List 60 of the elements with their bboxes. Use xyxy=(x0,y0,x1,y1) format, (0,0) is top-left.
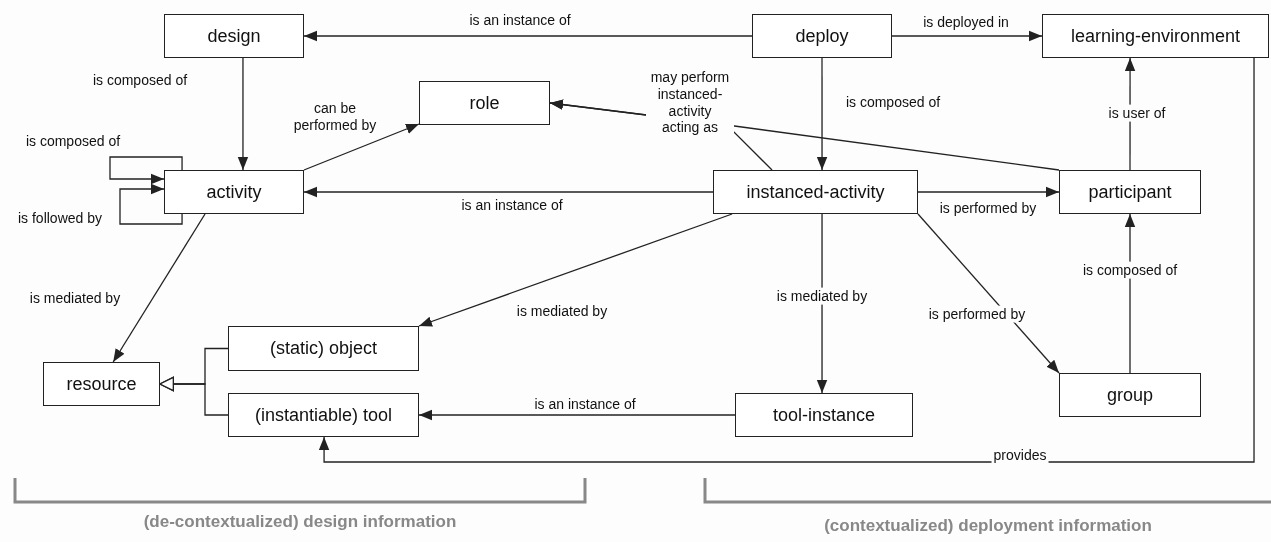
entity-box xyxy=(228,393,419,437)
arrow xyxy=(303,123,420,171)
arrow xyxy=(318,57,1255,463)
arrow xyxy=(109,156,183,185)
arrow xyxy=(891,30,1043,42)
edge-label: provides xyxy=(991,446,1049,464)
box-label: resource xyxy=(66,373,137,395)
entity-box xyxy=(228,326,419,371)
arrow xyxy=(917,213,1060,374)
section-caption: (de-contextualized) design information xyxy=(143,512,457,532)
arrow xyxy=(1124,213,1136,374)
entity-box xyxy=(164,170,304,214)
arrow xyxy=(418,213,733,327)
edge-label: is an instance of xyxy=(533,395,637,413)
edge-label: is mediated by xyxy=(515,302,609,320)
entity-box xyxy=(1059,170,1201,214)
edge-label: is performed by xyxy=(926,305,1028,323)
box-label: learning-environment xyxy=(1070,25,1241,47)
section-caption: (contextualized) deployment information xyxy=(824,516,1152,536)
entity-box xyxy=(1059,373,1201,417)
edge-label: is deployed in xyxy=(922,13,1010,31)
arrow xyxy=(816,57,828,171)
edge-label: is composed of xyxy=(24,132,122,150)
edge-label: may perform instanced-activity acting as xyxy=(646,69,734,137)
arrow xyxy=(816,213,828,394)
generalization-arrow xyxy=(159,376,229,416)
arrow xyxy=(303,186,714,198)
edge-label: is composed of xyxy=(91,71,189,89)
edge-label: is mediated by xyxy=(28,289,122,307)
edge-label: is user of xyxy=(1106,104,1168,122)
box-label: tool-instance xyxy=(772,404,876,426)
box-label: instanced-activity xyxy=(746,181,885,203)
entity-box xyxy=(164,14,304,58)
entity-box xyxy=(43,362,160,406)
entity-box xyxy=(735,393,913,437)
box-label: (static) object xyxy=(269,338,377,359)
arrow xyxy=(119,183,183,225)
box-label: deploy xyxy=(795,25,849,47)
box-label: role xyxy=(469,92,500,114)
box-label: design xyxy=(207,25,261,47)
arrow xyxy=(303,30,753,42)
box-label: group xyxy=(1106,384,1153,406)
edge-label: is followed by xyxy=(17,209,103,227)
arrow xyxy=(418,409,736,421)
arrow xyxy=(112,213,206,363)
entity-box xyxy=(1042,14,1269,58)
entity-box xyxy=(419,81,550,125)
edge-label: is an instance of xyxy=(460,196,564,214)
edge-label: is mediated by xyxy=(774,287,870,305)
edge-label: is composed of xyxy=(1080,261,1180,279)
arrow xyxy=(237,57,249,171)
box-label: activity xyxy=(206,181,262,203)
entity-box xyxy=(752,14,892,58)
edge-label: is performed by xyxy=(938,199,1038,217)
edge-label: is an instance of xyxy=(468,11,572,29)
edge-label: is composed of xyxy=(844,93,942,111)
arrow xyxy=(917,186,1060,198)
entity-box xyxy=(713,170,918,214)
box-label: participant xyxy=(1088,181,1172,203)
box-label: (instantiable) tool xyxy=(254,404,393,426)
